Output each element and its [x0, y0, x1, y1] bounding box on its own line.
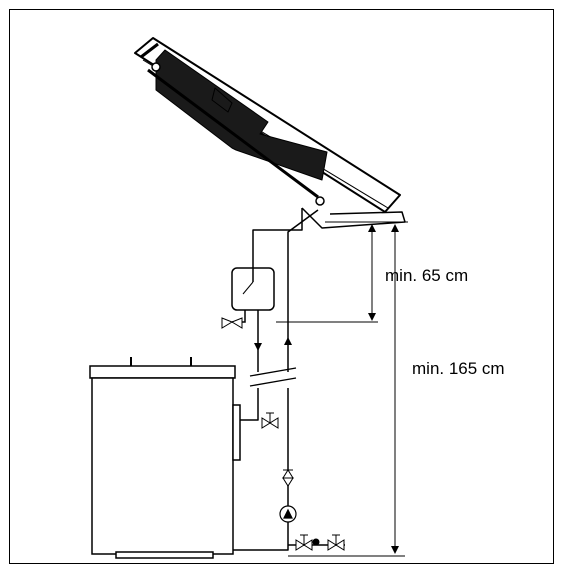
- check-valve-top: [282, 469, 294, 479]
- pump-arrow: [283, 508, 293, 519]
- safety-valve-right: [303, 539, 313, 551]
- safety-valve-left: [295, 539, 305, 551]
- tank-valve: [261, 412, 279, 429]
- collector-absorber: [155, 49, 328, 181]
- tank-base: [115, 551, 214, 559]
- dim-165-arrow-bottom: [391, 546, 399, 554]
- expansion-valve-right: [230, 317, 243, 329]
- drain-valve-left: [327, 539, 337, 551]
- collector-absorber-notch: [211, 87, 233, 113]
- supply-pipe-to-tank: [240, 388, 259, 421]
- tank-valve-left: [261, 417, 271, 429]
- tank-valve-right: [269, 417, 279, 429]
- piping: [232, 208, 345, 551]
- tank-heat-exchanger: [232, 404, 241, 461]
- tank-body: [91, 377, 234, 555]
- dim-165-arrow-top: [391, 224, 399, 232]
- break-line-top: [249, 367, 297, 377]
- collector-header: [140, 42, 159, 59]
- dim-label-165: min. 165 cm: [412, 359, 505, 378]
- arrow-up: [284, 337, 292, 345]
- dim-65-arrow-bottom: [368, 313, 376, 321]
- dim-label-65: min. 65 cm: [385, 266, 468, 285]
- expansion-vessel-diaphragm: [242, 281, 254, 295]
- check-valve-bottom: [282, 477, 294, 487]
- drain-valve-right: [335, 539, 345, 551]
- tank-lid: [89, 365, 236, 379]
- solar-collector: [134, 37, 408, 229]
- dimension-lines: [288, 221, 405, 557]
- collector-port-bottom: [315, 196, 325, 206]
- safety-group: [295, 534, 345, 551]
- manometer: [312, 538, 320, 546]
- diagram-border: [9, 9, 554, 564]
- check-valve: [282, 469, 294, 487]
- return-pipe-lower: [232, 388, 289, 551]
- dim-65-arrow-top: [368, 224, 376, 232]
- circulation-pump: [279, 505, 297, 523]
- storage-tank: [89, 357, 241, 559]
- arrow-down: [254, 343, 262, 351]
- break-line-bottom: [249, 377, 297, 387]
- pipe-break: [249, 367, 297, 387]
- expansion-valve-left: [221, 317, 234, 329]
- return-pipe-upper: [287, 209, 319, 372]
- collector-port-top: [151, 62, 161, 72]
- collector-manifold: [147, 68, 319, 199]
- expansion-vessel: [221, 262, 275, 329]
- flow-arrows: [254, 337, 292, 351]
- supply-pipe-upper: [252, 208, 303, 262]
